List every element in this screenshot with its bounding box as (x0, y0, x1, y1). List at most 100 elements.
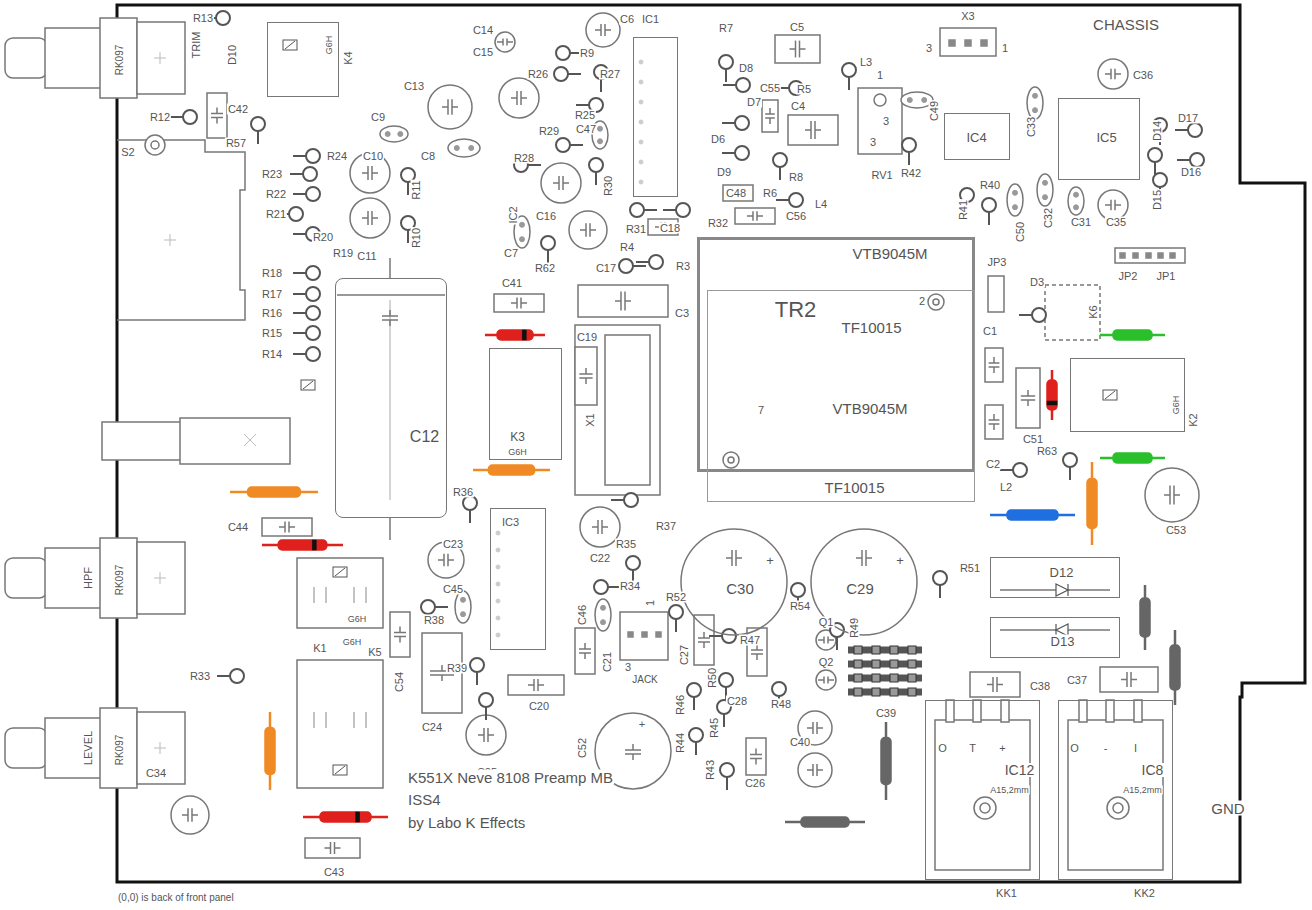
part-label: L3 (859, 57, 873, 68)
resistor-pad (216, 11, 230, 25)
pad (601, 620, 606, 625)
part-label: C42 (227, 104, 249, 115)
part-label: R19 (332, 248, 354, 259)
part-label: D12 (1049, 565, 1075, 578)
part-label: C20 (528, 701, 550, 712)
mounting-hole (151, 141, 159, 149)
ceramic-capacitor (448, 139, 480, 157)
resistor-lead (1000, 469, 1014, 471)
component-outline: D12 (990, 557, 1120, 598)
part-label: C22 (589, 553, 611, 564)
capacitor-outline (575, 347, 597, 405)
pad (907, 98, 912, 103)
capacitor-lead (625, 300, 631, 302)
diode-band (1047, 401, 1057, 405)
pot-body (137, 542, 185, 614)
relay-contact (314, 587, 315, 603)
resistor-lead (722, 122, 736, 124)
center-mark (170, 234, 171, 246)
part-label: K5 (367, 647, 382, 658)
resistor-pad (719, 673, 733, 687)
part-label: C26 (744, 778, 766, 789)
header-row (848, 689, 922, 696)
ceramic-capacitor (1037, 174, 1053, 206)
component-body (248, 487, 301, 497)
jack-body (180, 418, 290, 464)
electrolytic-capacitor (499, 78, 539, 118)
ic-pin (639, 100, 643, 104)
resistor-lead (939, 584, 941, 598)
relay-coil (333, 765, 347, 775)
part-label: C5 (789, 22, 805, 33)
part-label: C12 (409, 429, 440, 445)
part-label: C8 (420, 151, 436, 162)
electrolytic-capacitor (798, 753, 832, 787)
capacitor-lead (703, 642, 705, 648)
resistor-lead (632, 265, 646, 267)
header-pin (854, 660, 862, 668)
part-label: RK097 (115, 734, 125, 767)
resistor-lead (725, 68, 727, 82)
capacitor-lead (993, 424, 995, 430)
capacitor-outline (1100, 667, 1158, 692)
part-label: R38 (423, 615, 445, 626)
part-label: 1 (1001, 43, 1009, 54)
capacitor-lead (818, 679, 824, 681)
header-pin (1158, 253, 1163, 258)
part-label: JP2 (1118, 271, 1139, 282)
resistor-pad (556, 138, 570, 152)
pad (398, 132, 403, 137)
part-label: R24 (326, 151, 348, 162)
part-label: R32 (707, 218, 729, 229)
header-pin (872, 674, 880, 682)
capacitor-outline (788, 115, 838, 145)
capacitor-lead (1027, 390, 1029, 396)
relay-outline (297, 558, 383, 628)
ceramic-capacitor (1007, 184, 1023, 216)
part-label: R27 (599, 69, 621, 80)
capacitor-lead (584, 653, 586, 659)
resistor-pad (306, 326, 320, 340)
capacitor-lead (182, 814, 188, 816)
resistor-pad (689, 728, 703, 742)
part-label: IC2 (508, 205, 519, 224)
part-label: R39 (446, 663, 468, 674)
part-label: R35 (615, 539, 637, 550)
resistor-lead (170, 116, 184, 118)
capacitor-lead (615, 300, 621, 302)
part-label: R31 (625, 224, 647, 235)
capacitor-lead (438, 559, 444, 561)
header-pin (854, 674, 862, 682)
part-label: C35 (1105, 217, 1127, 228)
capacitor-lead (399, 627, 401, 633)
part-label: R3 (675, 261, 691, 272)
part-label: RK097 (115, 564, 125, 597)
capacitor-lead (736, 557, 742, 559)
part-label: C51 (1022, 434, 1044, 445)
part-label: C44 (227, 522, 249, 533)
resistor-pad (1032, 308, 1046, 322)
resistor-pad (842, 63, 856, 77)
mounting-hole (1113, 803, 1123, 813)
diode-lead (1000, 589, 1110, 591)
capacitor-lead (441, 665, 443, 671)
part-label: D10 (227, 44, 238, 66)
resistor-pad (303, 167, 317, 181)
header-pin (872, 688, 880, 696)
resistor-pad (306, 149, 320, 163)
center-mark (244, 434, 256, 446)
part-label: C31 (1070, 217, 1092, 228)
resistor-lead (1175, 129, 1189, 131)
part-label: K4 (342, 50, 353, 65)
part-label: R6 (762, 188, 778, 199)
resistor-lead (407, 229, 409, 243)
part-label: 7 (757, 405, 765, 416)
resistor-pad (772, 682, 786, 696)
part-label: R21 (265, 209, 287, 220)
part-label: R12 (149, 112, 171, 123)
component-body (1140, 598, 1150, 637)
pad (1043, 180, 1048, 185)
part-label: R48 (770, 699, 792, 710)
capacitor-lead (507, 41, 513, 43)
relay-coil (335, 568, 345, 576)
